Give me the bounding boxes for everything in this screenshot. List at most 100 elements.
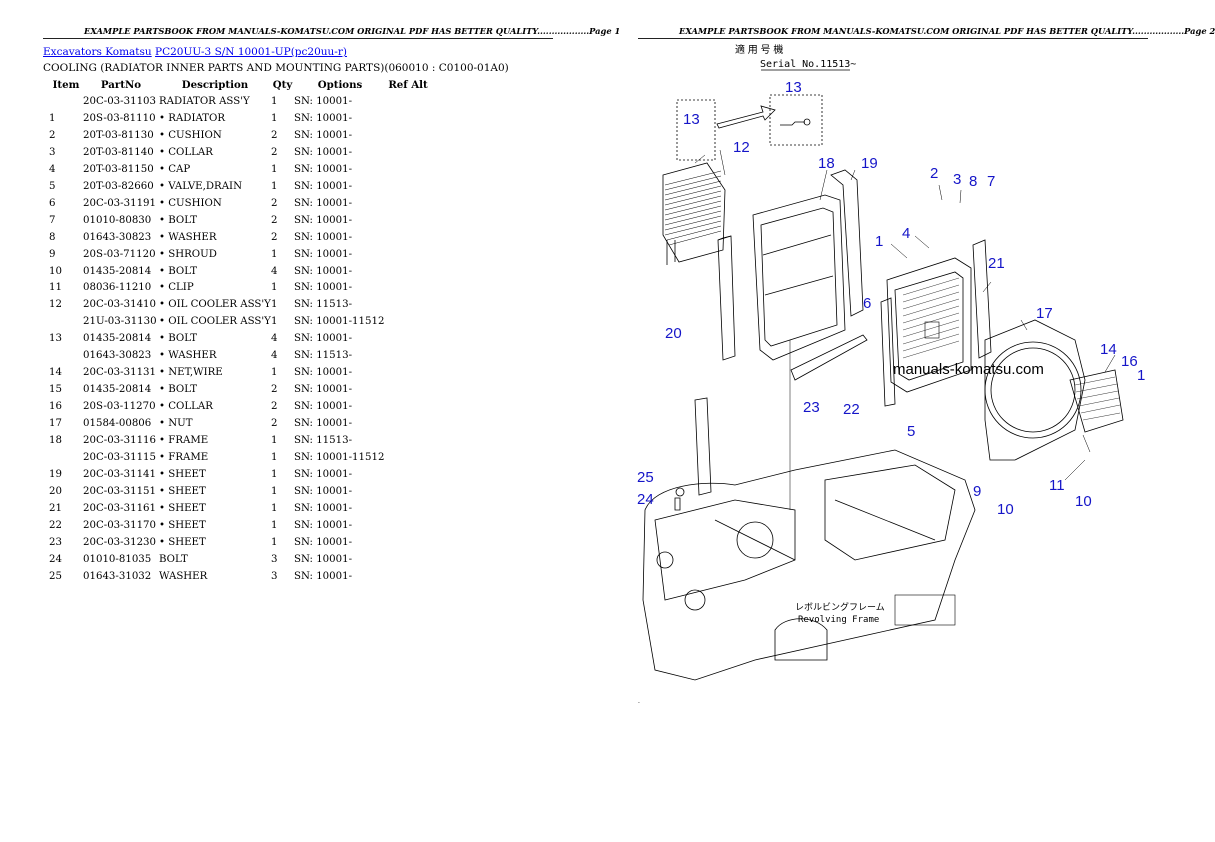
cell-qty: 1	[271, 180, 278, 192]
cell-item: 23	[49, 536, 62, 548]
callout-number: 13	[785, 79, 802, 96]
cell-item: 16	[49, 401, 62, 413]
cell-qty: 3	[271, 553, 278, 565]
cell-ref-alt	[386, 534, 430, 551]
callout-number: 20	[665, 325, 682, 342]
cell-partno: 20S-03-11270	[83, 401, 156, 413]
col-header-ref-alt: Ref Alt	[388, 79, 428, 91]
callout-number: 10	[997, 501, 1014, 518]
cell-description: • WASHER	[159, 350, 217, 362]
cell-partno: 21U-03-31130	[83, 316, 157, 328]
callout-number: 9	[973, 483, 981, 500]
callout-number: 18	[818, 155, 835, 172]
cell-ref-alt	[386, 398, 430, 415]
cell-ref-alt	[386, 551, 430, 568]
cell-options: SN: 10001-	[294, 112, 353, 124]
cell-item: 21	[49, 502, 62, 514]
cell-item: 24	[49, 553, 62, 565]
cell-partno: 20T-03-82660	[83, 180, 154, 192]
cell-partno: 01010-81035	[83, 553, 152, 565]
cell-partno: 20S-03-81110	[83, 112, 156, 124]
callout-number: 21	[988, 255, 1005, 272]
cell-options: SN: 11513-	[294, 299, 353, 311]
cell-item: 4	[49, 163, 56, 175]
cell-description: • RADIATOR	[159, 112, 226, 124]
cell-options: SN: 10001-	[294, 163, 353, 175]
revolving-frame-label: Revolving Frame	[798, 615, 879, 625]
cell-ref-alt	[386, 110, 430, 127]
cell-item: 13	[49, 333, 62, 345]
cell-ref-alt	[386, 381, 430, 398]
cell-item: 18	[49, 435, 62, 447]
cell-qty: 2	[271, 197, 278, 209]
col-header-description: Description	[181, 79, 249, 91]
cell-item: 1	[49, 112, 56, 124]
cell-qty: 1	[271, 536, 278, 548]
cell-qty: 1	[271, 316, 278, 328]
cell-item: 3	[49, 146, 56, 158]
cell-qty: 2	[271, 418, 278, 430]
col-header-partno: PartNo	[100, 79, 142, 91]
breadcrumb-link-category[interactable]: Excavators Komatsu	[43, 46, 152, 58]
cell-options: SN: 10001-	[294, 95, 353, 107]
leader-lines	[694, 149, 1116, 510]
cell-partno: 01584-00806	[83, 418, 152, 430]
cell-partno: 01435-20814	[83, 384, 152, 396]
cell-qty: 1	[271, 502, 278, 514]
section-title: COOLING (RADIATOR INNER PARTS AND MOUNTI…	[43, 62, 509, 74]
cell-description: • VALVE,DRAIN	[159, 180, 242, 192]
cell-ref-alt	[386, 347, 430, 364]
cell-options: SN: 10001-	[294, 401, 353, 413]
callout-number: 23	[803, 399, 820, 416]
cell-ref-alt	[386, 330, 430, 347]
cell-description: • FRAME	[159, 435, 209, 447]
cell-item: 7	[49, 214, 56, 226]
breadcrumb: Excavators Komatsu PC20UU-3 S/N 10001-UP…	[43, 46, 347, 58]
cell-qty: 3	[271, 570, 278, 582]
line-art	[642, 94, 1124, 681]
cell-item: 9	[49, 248, 56, 260]
cell-options: SN: 11513-	[294, 350, 353, 362]
cell-ref-alt	[386, 263, 430, 280]
cell-partno: 20C-03-31131	[83, 367, 157, 379]
cell-options: SN: 10001-	[294, 502, 353, 514]
callout-number: 12	[733, 139, 750, 156]
page-header: EXAMPLE PARTSBOOK FROM MANUALS-KOMATSU.C…	[84, 26, 621, 36]
cell-qty: 1	[271, 519, 278, 531]
col-header-qty: Qty	[272, 79, 293, 91]
cell-qty: 1	[271, 112, 278, 124]
cell-description: • BOLT	[159, 265, 198, 277]
cell-partno: 20C-03-31103	[83, 95, 157, 107]
page-1: EXAMPLE PARTSBOOK FROM MANUALS-KOMATSU.C…	[0, 0, 620, 842]
callout-number: 16	[1121, 353, 1138, 370]
cell-options: SN: 10001-	[294, 231, 353, 243]
cell-item	[43, 313, 83, 330]
cell-options: SN: 10001-	[294, 265, 353, 277]
cell-options: SN: 10001-	[294, 214, 353, 226]
cell-partno: 01435-20814	[83, 333, 152, 345]
cell-item: 2	[49, 129, 56, 141]
col-header-item: Item	[52, 79, 80, 91]
callout-number: 17	[1036, 305, 1053, 322]
watermark-text: manuals-komatsu.com	[893, 361, 1044, 378]
cell-options: SN: 10001-	[294, 384, 353, 396]
breadcrumb-link-model[interactable]: PC20UU-3 S/N 10001-UP(pc20uu-r)	[155, 46, 347, 58]
cell-partno: 20T-03-81130	[83, 129, 154, 141]
footer-left-mark: .	[638, 698, 640, 705]
cell-options: SN: 10001-	[294, 418, 353, 430]
cell-partno: 01435-20814	[83, 265, 152, 277]
cell-item: 12	[49, 299, 62, 311]
cell-options: SN: 10001-11512	[294, 316, 385, 328]
cell-description: • COLLAR	[159, 401, 213, 413]
cell-ref-alt	[386, 449, 430, 466]
cell-item: 22	[49, 519, 62, 531]
